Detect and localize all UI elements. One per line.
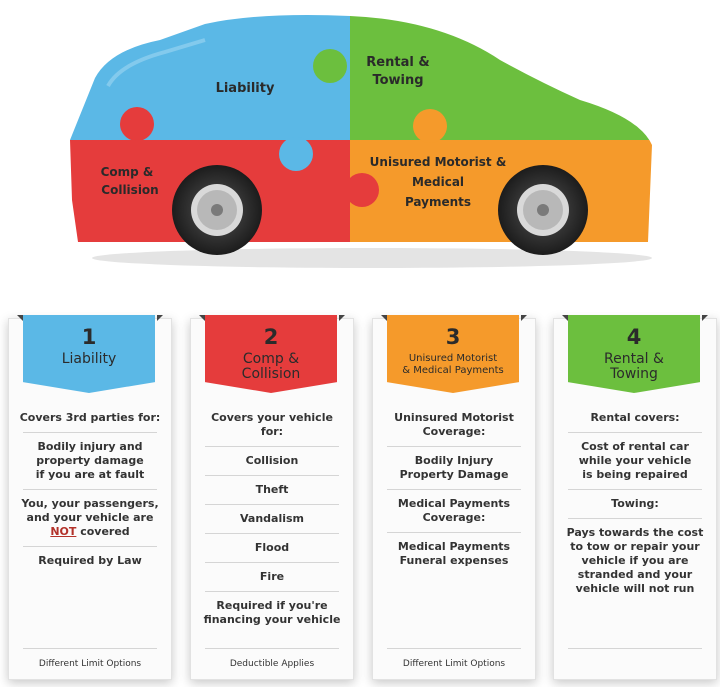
card-header: 1 Liability: [23, 315, 155, 393]
card-line: Uninsured Motorist Coverage:: [394, 411, 514, 438]
card-line: Bodily injury and property damage if you…: [35, 440, 145, 481]
comp-label-1: Comp &: [101, 165, 154, 179]
card-line: Medical Payments Funeral expenses: [397, 540, 511, 567]
card-line: Rental covers:: [590, 411, 680, 424]
uninsured-label-1: Unisured Motorist &: [370, 155, 507, 169]
card-line: Required by Law: [38, 554, 142, 567]
tab-fold: [199, 315, 205, 321]
tab-fold: [17, 315, 23, 321]
front-wheel-icon: [498, 165, 588, 255]
not-covered-text-end: covered: [76, 525, 130, 538]
card-line: Collision: [245, 454, 299, 467]
rear-wheel-icon: [172, 165, 262, 255]
car-puzzle-illustration: Liability Rental & Towing Comp & Collisi…: [70, 15, 652, 268]
tab-fold: [562, 315, 568, 321]
card-liability: 1 Liability Covers 3rd parties for: Bodi…: [8, 315, 172, 680]
card-number: 4: [626, 325, 642, 349]
not-emphasis: NOT: [50, 525, 77, 538]
card-footer: Different Limit Options: [38, 659, 142, 669]
card-line: Towing:: [611, 497, 659, 510]
card-footer: Different Limit Options: [402, 659, 506, 669]
card-line: Theft: [255, 483, 289, 496]
card-line: Covers 3rd parties for:: [19, 411, 161, 424]
card-number: 3: [445, 325, 461, 349]
liability-label: Liability: [216, 81, 275, 96]
tab-fold: [157, 315, 163, 321]
card-rental-towing: 4 Rental & Towing Rental covers: Cost of…: [553, 315, 717, 680]
card-line: Cost of rental car while your vehicle is…: [578, 440, 692, 481]
coverage-cards: 1 Liability Covers 3rd parties for: Bodi…: [0, 315, 720, 687]
tab-fold: [702, 315, 708, 321]
tab-fold: [339, 315, 345, 321]
card-line: Vandalism: [239, 512, 304, 525]
card-number: 2: [263, 325, 279, 349]
card-comp-collision: 2 Comp & Collision Covers your vehicle f…: [190, 315, 354, 680]
card-footer: Deductible Applies: [229, 659, 315, 669]
card-line: Bodily Injury Property Damage: [399, 454, 509, 481]
card-line: Flood: [254, 541, 290, 554]
card-line: Medical Payments Coverage:: [397, 497, 511, 524]
card-header: 2 Comp & Collision: [205, 315, 337, 393]
rental-label-1: Rental &: [366, 55, 429, 70]
not-covered-text: You, your passengers, and your vehicle a…: [21, 497, 159, 524]
card-title: Liability: [61, 351, 117, 367]
card-body: Uninsured Motorist Coverage: Bodily Inju…: [383, 411, 525, 645]
card-title: Rental & Towing: [604, 351, 664, 382]
liability-piece: [70, 15, 350, 140]
uninsured-label-2: Medical: [412, 175, 464, 189]
card-body: Covers your vehicle for: Collision Theft…: [201, 411, 343, 645]
card-line: Covers your vehicle for:: [211, 411, 333, 438]
card-number: 1: [81, 325, 97, 349]
card-body: Covers 3rd parties for: Bodily injury an…: [19, 411, 161, 645]
car-shadow: [92, 248, 652, 268]
card-header: 3 Unisured Motorist & Medical Payments: [387, 315, 519, 393]
card-line: Required if you're financing your vehicl…: [203, 599, 341, 626]
not-covered-line: You, your passengers, and your vehicle a…: [19, 497, 161, 539]
tab-fold: [521, 315, 527, 321]
uninsured-label-3: Payments: [405, 195, 471, 209]
rental-label-2: Towing: [372, 73, 423, 88]
comp-label-2: Collision: [101, 183, 158, 197]
tab-fold: [381, 315, 387, 321]
card-title: Unisured Motorist & Medical Payments: [402, 353, 504, 376]
card-uninsured-motorist: 3 Unisured Motorist & Medical Payments U…: [372, 315, 536, 680]
card-line: Fire: [259, 570, 285, 583]
card-header: 4 Rental & Towing: [568, 315, 700, 393]
card-body: Rental covers: Cost of rental car while …: [564, 411, 706, 645]
card-line: Pays towards the cost to tow or repair y…: [566, 526, 704, 595]
card-title: Comp & Collision: [241, 351, 301, 382]
